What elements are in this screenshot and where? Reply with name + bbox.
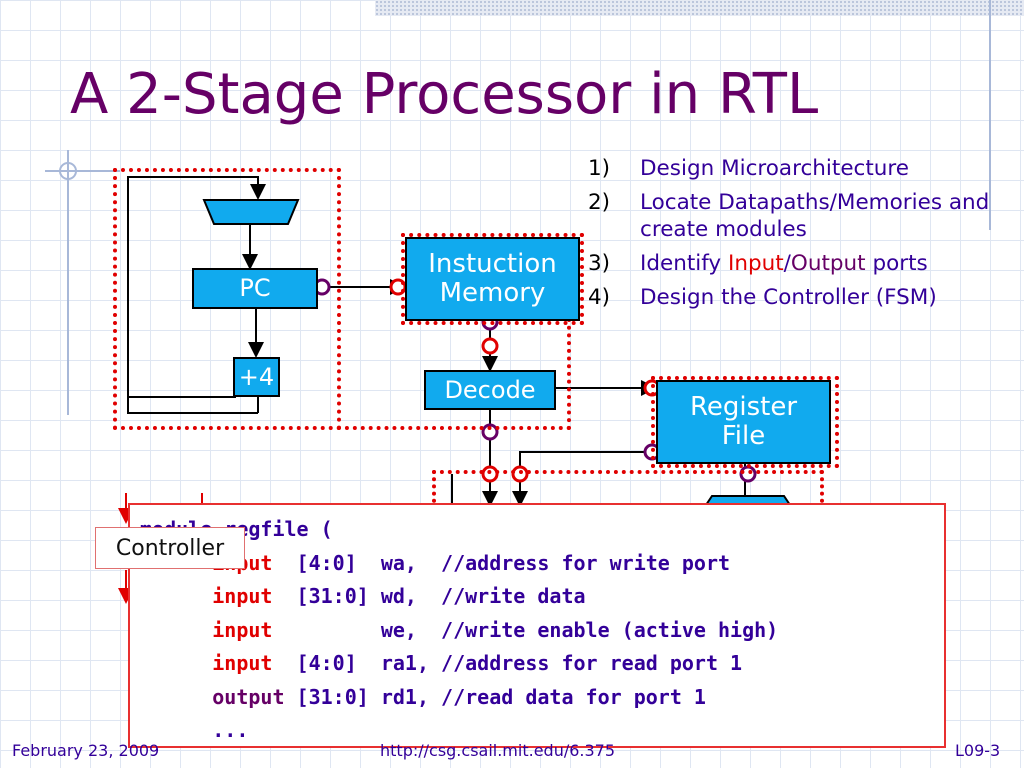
plus4-adder: +4	[233, 357, 280, 397]
decode-label: Decode	[444, 375, 536, 404]
code-keyword: input	[212, 617, 273, 642]
page-title: A 2-Stage Processor in RTL	[70, 62, 819, 127]
list-item: 4) Design the Controller (FSM)	[588, 284, 1010, 311]
footer-date: February 23, 2009	[12, 741, 160, 760]
code-line: [31:0] rd1, //read data for port 1	[284, 684, 706, 709]
step-number: 3)	[588, 251, 611, 276]
step-text: Design Microarchitecture	[640, 156, 910, 181]
step-number: 4)	[588, 285, 611, 310]
input-port-marker	[481, 337, 499, 355]
regfile-label-line2: File	[721, 421, 766, 451]
code-line: [31:0] wd, //write data	[272, 584, 586, 608]
verilog-code-box: module regfile ( input [4:0] wa, //addre…	[128, 503, 946, 748]
execute-stage-outline	[432, 470, 824, 510]
list-item: 3) Identify Input/Output ports	[588, 250, 1010, 277]
slash: /	[783, 251, 791, 276]
code-ellipsis: ...	[212, 718, 249, 742]
code-keyword: output	[212, 684, 285, 709]
code-line: [4:0] ra1, //address for read port 1	[272, 651, 743, 675]
step-number: 2)	[588, 190, 611, 215]
output-keyword: Output	[790, 251, 866, 276]
controller-block: Controller	[95, 527, 245, 569]
wire	[127, 176, 266, 413]
design-steps-list: 1) Design Microarchitecture 2) Locate Da…	[588, 155, 1010, 318]
instruction-memory: Instuction Memory	[405, 237, 580, 321]
header-band	[375, 0, 1024, 16]
fetch-stage-outline	[337, 318, 571, 430]
list-item: 2) Locate Datapaths/Memories and create …	[588, 189, 1010, 243]
controller-label: Controller	[115, 535, 225, 561]
input-keyword: Input	[728, 251, 784, 276]
step-number: 1)	[588, 156, 611, 181]
imem-outline	[401, 233, 584, 325]
wire	[512, 451, 656, 507]
plus4-label: +4	[238, 362, 275, 391]
decode-block: Decode	[424, 370, 556, 410]
pc-label: PC	[239, 274, 271, 303]
step-text-pre: Identify	[640, 251, 728, 276]
imem-label-line1: Instuction	[428, 249, 557, 280]
imem-label-line2: Memory	[439, 278, 546, 308]
pc-register: PC	[192, 268, 318, 309]
step-text: Locate Datapaths/Memories and create mod…	[640, 190, 990, 242]
list-item: 1) Design Microarchitecture	[588, 155, 1010, 182]
pc-mux	[202, 199, 300, 225]
regfile-label-line1: Register	[689, 392, 798, 423]
fetch-stage-outline	[113, 168, 341, 430]
step-text: Design the Controller (FSM)	[640, 285, 937, 310]
regfile-outline	[651, 376, 839, 468]
code-line: we, //write enable (active high)	[272, 617, 779, 642]
footer-page-number: L09-3	[955, 741, 1001, 760]
code-keyword: input	[212, 651, 273, 675]
register-file: Register File	[656, 380, 831, 464]
code-line: [4:0] wa, //address for write port	[272, 550, 731, 575]
footer-url: http://csg.csail.mit.edu/6.375	[380, 741, 616, 760]
code-keyword: input	[212, 584, 273, 608]
decor-circle	[59, 162, 77, 180]
step-text-post: ports	[865, 251, 928, 276]
